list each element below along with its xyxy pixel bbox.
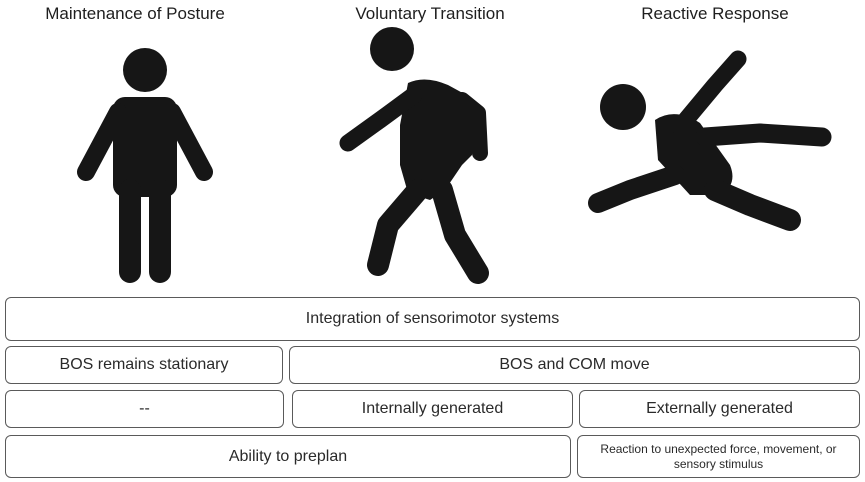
integration-box: Integration of sensorimotor systems — [5, 297, 860, 341]
falling-person-icon — [588, 50, 832, 231]
reaction-box: Reaction to unexpected force, movement, … — [577, 435, 860, 478]
externally-generated-box: Externally generated — [579, 390, 860, 428]
title-maintenance-of-posture: Maintenance of Posture — [45, 4, 225, 23]
walking-person-icon — [339, 27, 489, 284]
title-reactive-response: Reactive Response — [641, 4, 789, 23]
ability-to-preplan-box: Ability to preplan — [5, 435, 571, 478]
none-box: -- — [5, 390, 284, 428]
bos-stationary-box: BOS remains stationary — [5, 346, 283, 384]
bos-com-move-box: BOS and COM move — [289, 346, 860, 384]
internally-generated-box: Internally generated — [292, 390, 573, 428]
standing-person-icon — [77, 48, 213, 283]
title-voluntary-transition: Voluntary Transition — [355, 4, 505, 23]
